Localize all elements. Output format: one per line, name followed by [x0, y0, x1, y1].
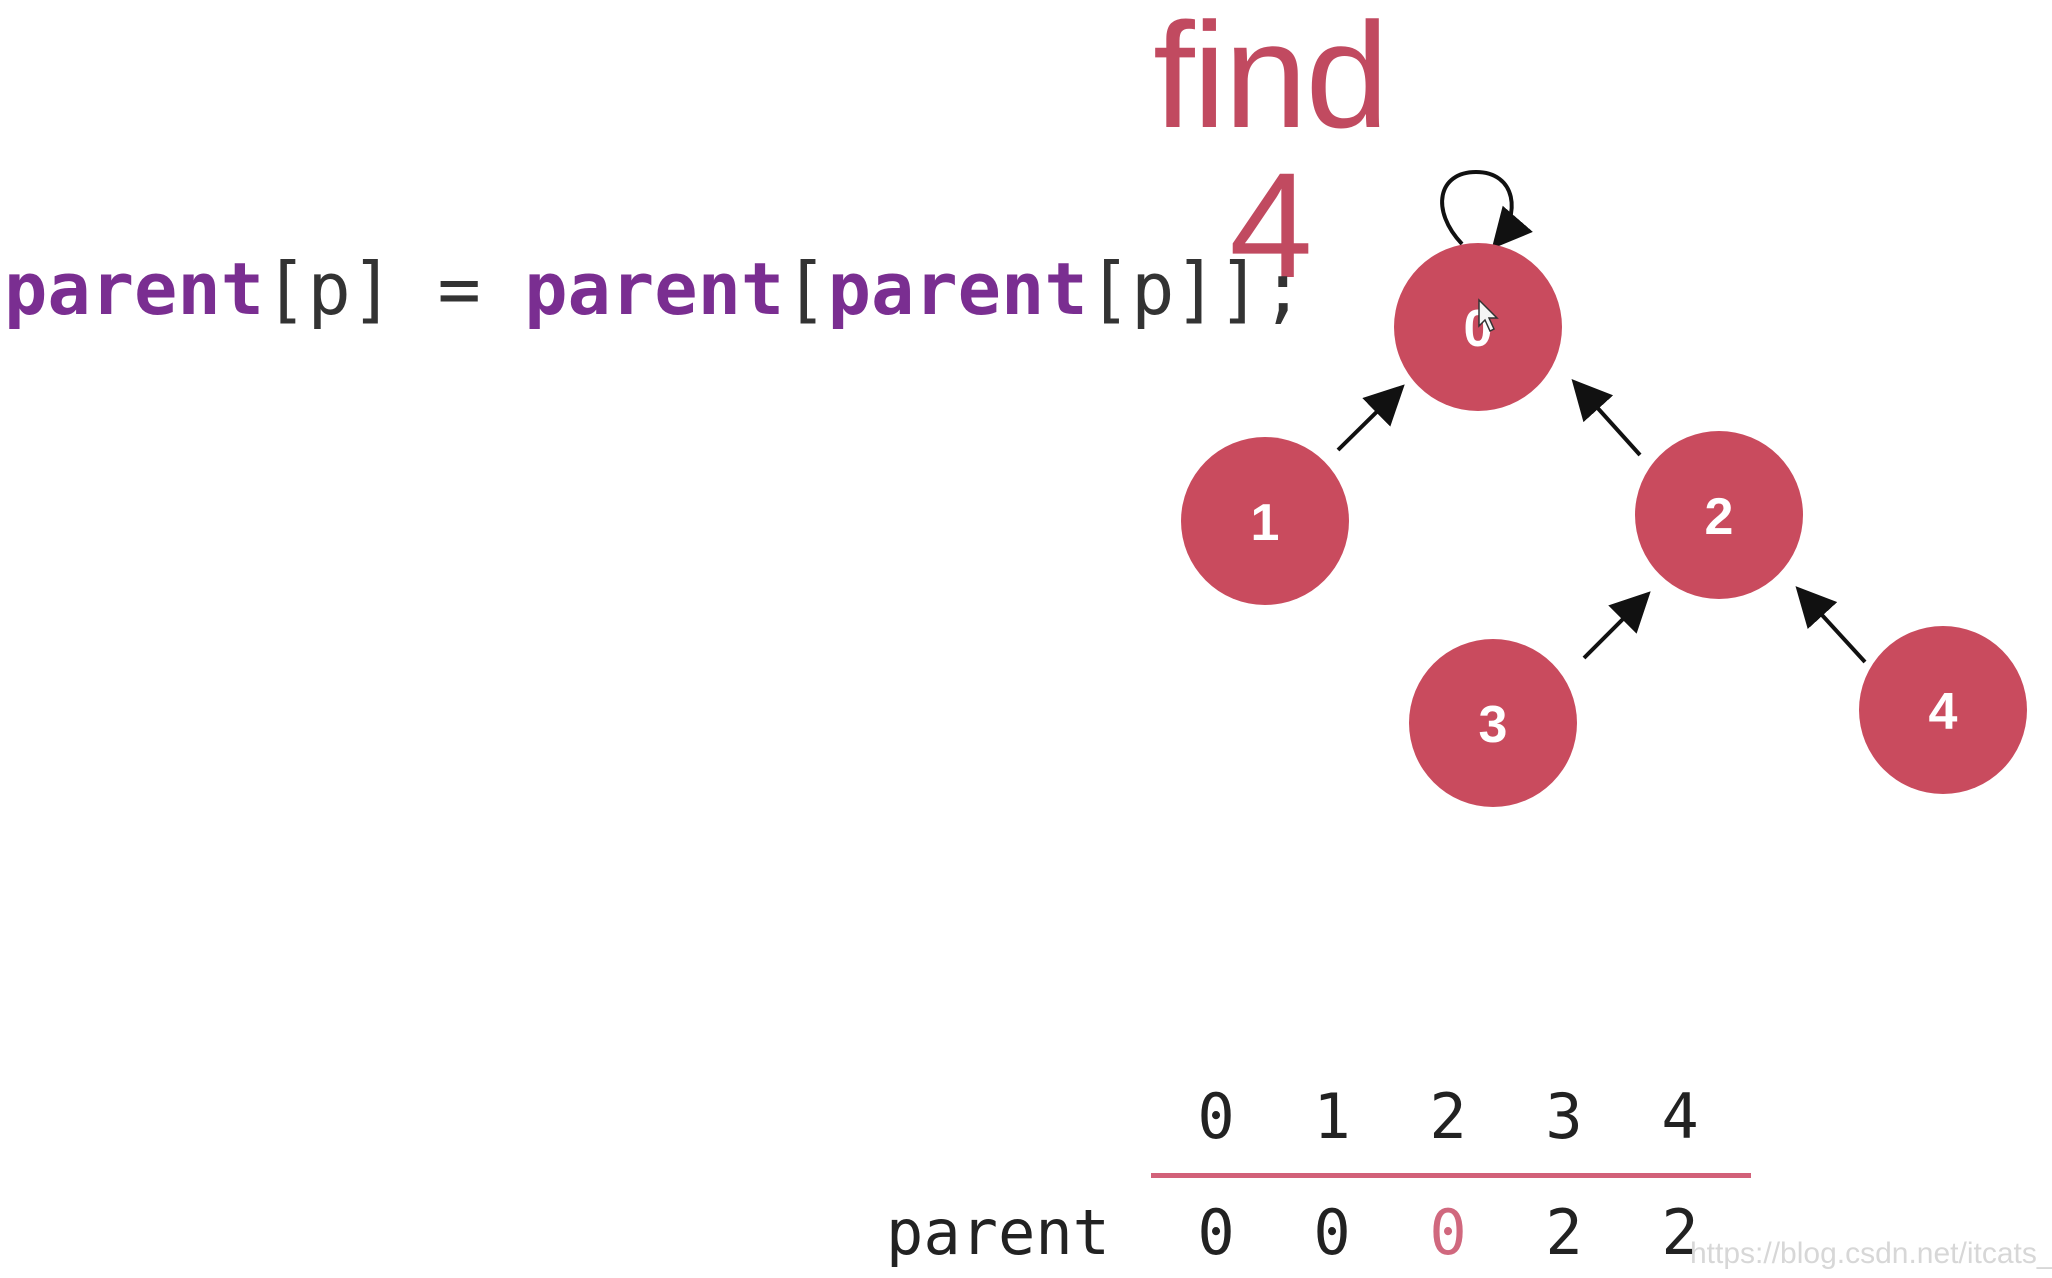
table-divider	[1151, 1173, 1751, 1178]
tree-node-4: 4	[1859, 626, 2027, 794]
edge-4-to-2	[1795, 586, 1867, 664]
self-loop-edge-0	[1440, 169, 1533, 250]
index-header-1: 1	[1313, 1080, 1351, 1153]
parent-value-1: 0	[1313, 1196, 1351, 1269]
tree-node-2: 2	[1635, 431, 1803, 599]
edge-2-to-0	[1571, 379, 1642, 457]
watermark-url: https://blog.csdn.net/itcats_cn	[1690, 1237, 2052, 1270]
slide-title: find 4	[1153, 0, 1389, 309]
parent-value-0: 0	[1197, 1196, 1235, 1269]
code-token-parent-3: parent	[827, 247, 1088, 331]
edge-1-to-0	[1336, 384, 1405, 452]
code-token-parent-2: parent	[524, 247, 785, 331]
tree-node-1: 1	[1181, 437, 1349, 605]
index-header-2: 2	[1429, 1080, 1467, 1153]
index-header-3: 3	[1545, 1080, 1583, 1153]
cursor-icon	[1478, 298, 1499, 333]
index-header-4: 4	[1661, 1080, 1699, 1153]
code-token-parent-1: parent	[4, 247, 265, 331]
parent-value-3: 2	[1545, 1196, 1583, 1269]
parent-value-4: 2	[1661, 1196, 1699, 1269]
code-statement: parent[p] = parent[parent[p]];	[4, 244, 1304, 334]
node-label-4: 4	[1929, 683, 1958, 741]
tree-node-3: 3	[1409, 639, 1577, 807]
index-header-0: 0	[1197, 1080, 1235, 1153]
code-token-index-p: [p] =	[264, 247, 525, 331]
parent-value-2-highlighted: 0	[1429, 1196, 1467, 1269]
edge-3-to-2	[1582, 591, 1651, 660]
node-label-2: 2	[1705, 488, 1734, 546]
parent-row-label: parent	[886, 1196, 1110, 1269]
code-token-open-bracket: [	[784, 247, 828, 331]
code-token-close: [p]];	[1087, 247, 1305, 331]
node-label-3: 3	[1479, 696, 1508, 754]
tree-node-0: 0	[1394, 243, 1562, 411]
node-label-1: 1	[1251, 494, 1280, 552]
